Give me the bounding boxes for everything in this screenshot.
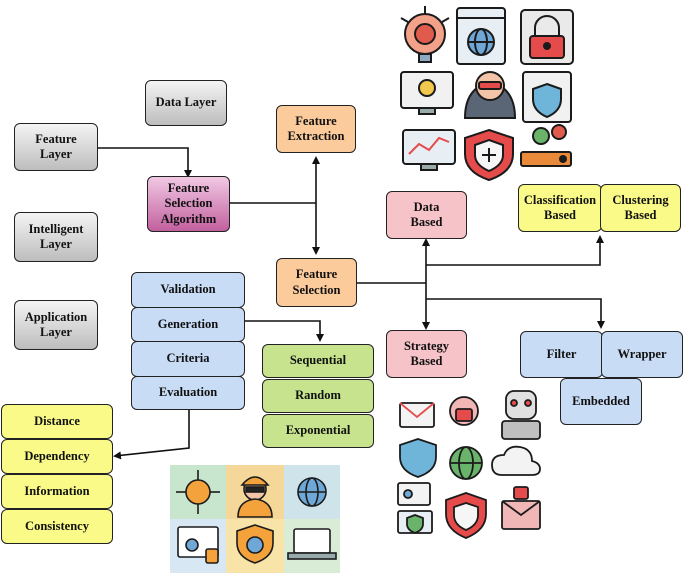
globe-icon bbox=[449, 446, 483, 480]
measure-information: Information bbox=[1, 474, 113, 509]
padlock-icon bbox=[520, 9, 574, 65]
laptop-shield-icon bbox=[397, 510, 433, 534]
arrow-generation-to-search bbox=[245, 320, 324, 342]
globe-network-icon bbox=[297, 477, 327, 507]
application-layer-box: Application Layer bbox=[14, 300, 98, 350]
security-icons-illustration-top bbox=[400, 6, 574, 182]
arrow-hub-to-classification bbox=[426, 235, 604, 266]
cloud-icon bbox=[491, 445, 541, 476]
network-hub-icon bbox=[176, 470, 220, 514]
web-globe-icon bbox=[456, 7, 506, 65]
data-based-box: Data Based bbox=[386, 191, 467, 239]
red-shield-small-icon bbox=[445, 492, 487, 539]
feature-selection-box: Feature Selection bbox=[276, 258, 357, 307]
feature-selection-algorithm-box: Feature Selection Algorithm bbox=[147, 176, 230, 232]
measure-consistency: Consistency bbox=[1, 509, 113, 544]
robot-icon bbox=[501, 390, 541, 440]
arrow-feature-layer-to-algorithm bbox=[98, 147, 192, 178]
measure-distance: Distance bbox=[1, 404, 113, 439]
settings-window-icon bbox=[177, 526, 219, 564]
search-sequential: Sequential bbox=[262, 344, 374, 378]
analytics-monitor-icon bbox=[402, 129, 456, 171]
classification-based-box: Classification Based bbox=[518, 184, 602, 232]
security-icons-illustration-bottom-left bbox=[170, 465, 340, 573]
control-panel-icon bbox=[397, 482, 431, 506]
clustering-based-box: Clustering Based bbox=[600, 184, 681, 232]
feature-layer-box: Feature Layer bbox=[14, 123, 98, 171]
monitor-idea-icon bbox=[400, 71, 454, 115]
step-generation: Generation bbox=[131, 307, 245, 342]
email-alert-icon bbox=[399, 402, 435, 428]
hacker-icon bbox=[463, 71, 517, 119]
arrow-hub-to-wrapper bbox=[426, 298, 605, 329]
search-random: Random bbox=[262, 379, 374, 413]
feature-extraction-box: Feature Extraction bbox=[276, 105, 356, 153]
mail-lock-icon bbox=[501, 486, 541, 530]
arrow-evaluation-to-measures bbox=[113, 410, 190, 460]
ai-head-icon bbox=[400, 6, 450, 63]
wrapper-box: Wrapper bbox=[601, 331, 683, 378]
step-validation: Validation bbox=[131, 272, 245, 308]
red-shield-icon bbox=[464, 128, 514, 182]
step-evaluation: Evaluation bbox=[131, 376, 245, 410]
engineer-icon bbox=[237, 476, 273, 518]
strategy-based-box: Strategy Based bbox=[386, 330, 467, 378]
laptop-icon bbox=[287, 528, 337, 560]
intelligent-layer-box: Intelligent Layer bbox=[14, 212, 98, 262]
embedded-box: Embedded bbox=[560, 378, 642, 425]
gears-server-icon bbox=[520, 124, 572, 167]
security-icons-illustration-bottom-right bbox=[397, 390, 541, 539]
shield-blue-icon bbox=[399, 438, 437, 478]
shield-document-icon bbox=[522, 71, 572, 123]
search-exponential: Exponential bbox=[262, 414, 374, 448]
filter-box: Filter bbox=[520, 331, 603, 378]
data-layer-box: Data Layer bbox=[145, 80, 227, 126]
measure-dependency: Dependency bbox=[1, 439, 113, 474]
bug-lock-icon bbox=[449, 396, 479, 426]
step-criteria: Criteria bbox=[131, 341, 245, 377]
shield-globe-icon bbox=[236, 524, 274, 564]
